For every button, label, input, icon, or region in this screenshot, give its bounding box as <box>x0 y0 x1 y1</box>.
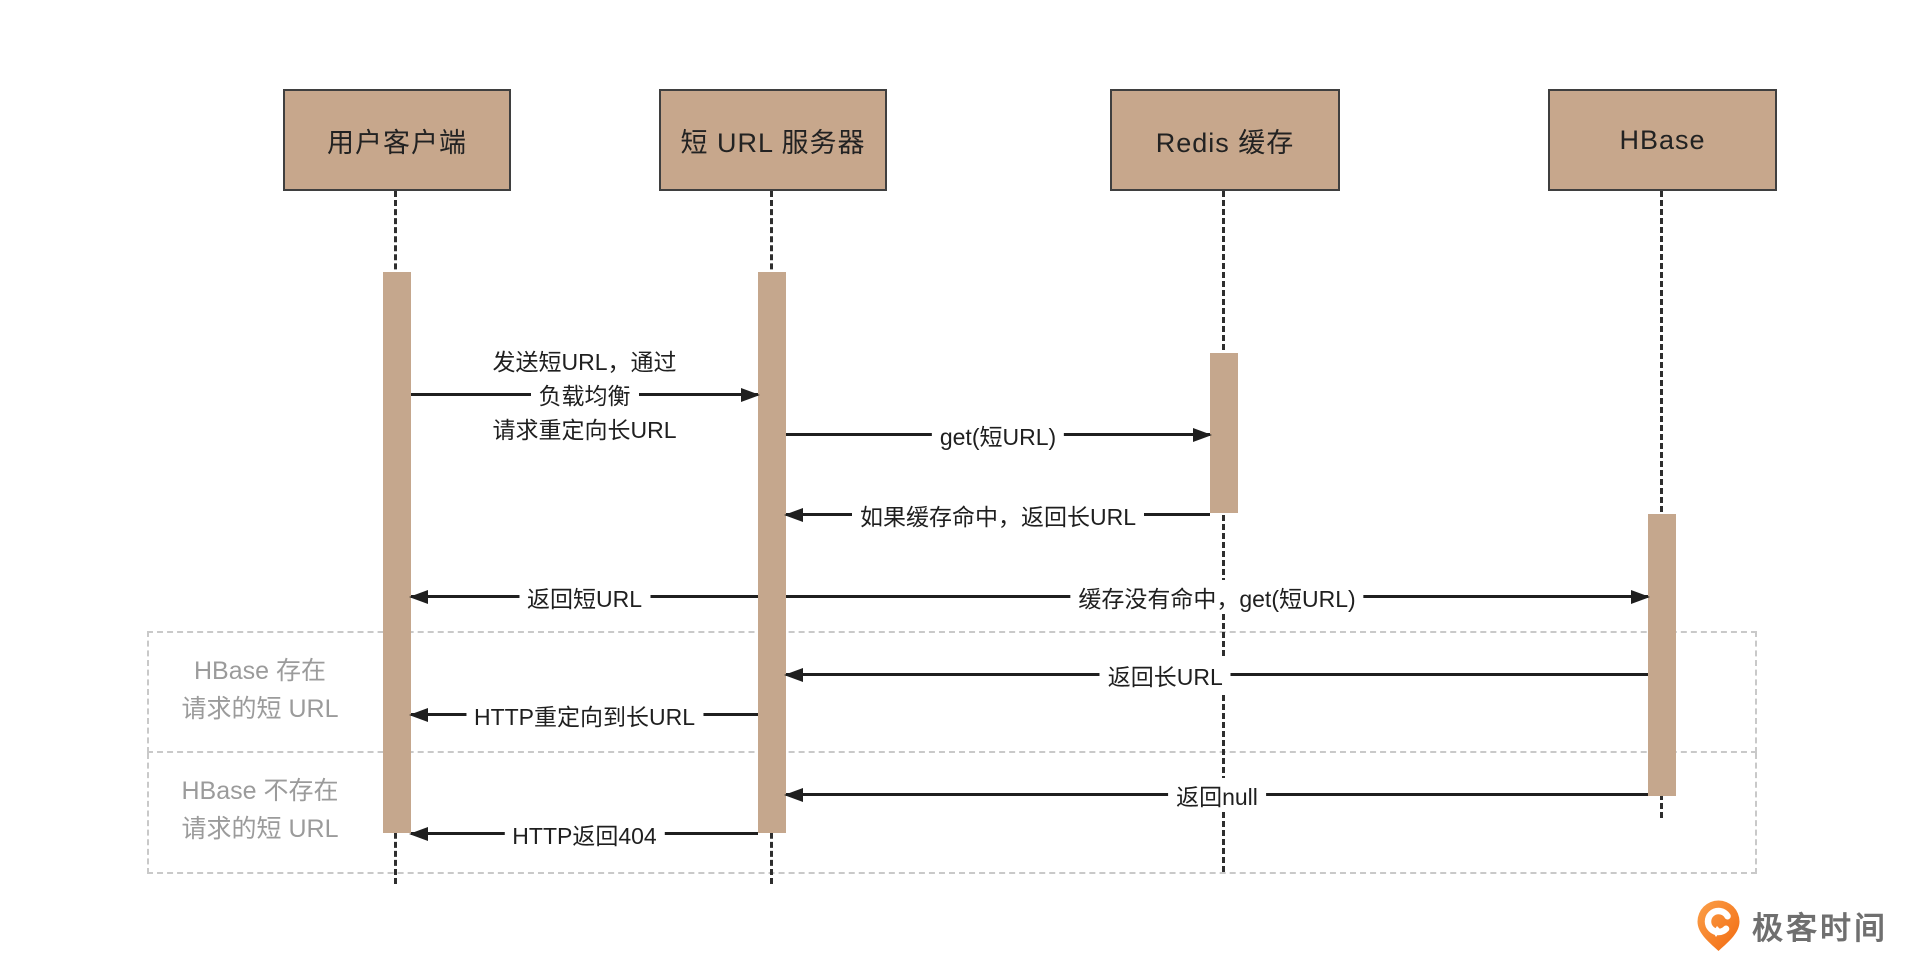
alt-frame-hbase-exists <box>147 631 1757 753</box>
message-label: 如果缓存命中，返回长URL <box>851 498 1145 532</box>
message-send-short-url: 发送短URL，通过 负载均衡 请求重定向长URL <box>411 349 760 443</box>
participant-hbase: HBase <box>1548 89 1777 191</box>
message-http-redirect-long-url: HTTP重定向到长URL <box>409 698 758 732</box>
message-get-short-url-redis: get(短URL) <box>786 418 1212 452</box>
participant-redis-cache: Redis 缓存 <box>1110 89 1340 191</box>
participant-label: 短 URL 服务器 <box>680 127 866 158</box>
message-label: 返回null <box>1168 778 1266 812</box>
lifeline-redis-cache <box>1222 191 1225 872</box>
lifeline-hbase <box>1660 191 1663 818</box>
message-label: HTTP重定向到长URL <box>465 698 704 732</box>
message-label-line: 负载均衡 <box>530 379 639 413</box>
message-label: 发送短URL，通过 负载均衡 请求重定向长URL <box>492 345 676 447</box>
arrowhead-right-icon <box>1193 428 1212 442</box>
arrowhead-left-icon <box>409 827 428 841</box>
geektime-pin-icon <box>1697 900 1740 951</box>
geektime-logo: 极客时间 <box>1695 899 1888 952</box>
arrowhead-left-icon <box>784 788 803 802</box>
message-cache-miss-get-short-url: 缓存没有命中，get(短URL) <box>786 580 1650 614</box>
message-return-null: 返回null <box>784 778 1648 812</box>
geektime-logo-text: 极客时间 <box>1752 911 1888 946</box>
message-label: HTTP返回404 <box>504 817 665 851</box>
activation-redis-cache <box>1210 353 1238 513</box>
arrowhead-left-icon <box>784 668 803 682</box>
message-label: get(短URL) <box>931 418 1065 452</box>
message-label: 返回短URL <box>518 580 651 614</box>
message-label: 返回长URL <box>1099 658 1231 692</box>
alt-frame-label-hbase-exists: HBase 存在 请求的短 URL <box>160 652 360 728</box>
alt-frame-label-hbase-not-exists: HBase 不存在 请求的短 URL <box>160 772 360 848</box>
frame-label-line: 请求的短 URL <box>181 695 339 723</box>
message-label-line: 请求重定向长URL <box>492 417 677 443</box>
alt-frame-hbase-not-exists <box>147 753 1757 874</box>
activation-short-url-server <box>758 272 786 833</box>
frame-label-line: 请求的短 URL <box>181 815 339 843</box>
frame-label-line: HBase 存在 <box>194 657 326 685</box>
frame-label-line: HBase 不存在 <box>181 777 339 805</box>
message-return-long-url: 返回长URL <box>784 658 1648 692</box>
message-label: 缓存没有命中，get(短URL) <box>1070 580 1364 614</box>
message-return-short-url: 返回短URL <box>409 580 758 614</box>
arrowhead-right-icon <box>1631 590 1650 604</box>
participant-label: HBase <box>1619 124 1706 155</box>
arrowhead-left-icon <box>784 508 803 522</box>
message-http-return-404: HTTP返回404 <box>409 817 758 851</box>
participant-user-client: 用户客户端 <box>283 89 511 191</box>
activation-user-client <box>383 272 411 833</box>
arrowhead-left-icon <box>409 590 428 604</box>
arrowhead-right-icon <box>741 388 760 402</box>
message-cache-hit-return-long-url: 如果缓存命中，返回长URL <box>784 498 1210 532</box>
participant-label: Redis 缓存 <box>1155 127 1295 158</box>
message-label-line: 发送短URL，通过 <box>492 349 677 375</box>
activation-hbase <box>1648 514 1676 796</box>
arrowhead-left-icon <box>409 708 428 722</box>
participant-short-url-server: 短 URL 服务器 <box>659 89 887 191</box>
participant-label: 用户客户端 <box>327 127 467 158</box>
